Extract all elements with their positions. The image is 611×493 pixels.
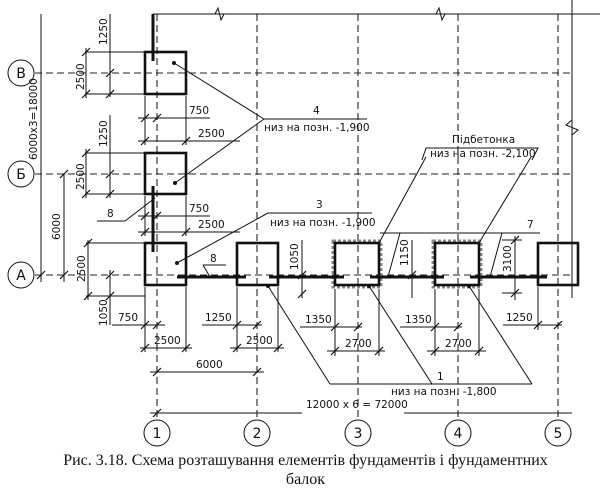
mark-8-upper: 8 xyxy=(107,208,114,220)
prep-title: Підбетонка xyxy=(452,134,515,146)
dim-b-width: 2500 xyxy=(198,128,225,140)
axis-marker-col-4: 4 xyxy=(444,419,472,447)
dim-row-spacing: 6000 xyxy=(51,213,63,240)
figure-caption-line-1: Рис. 3.18. Схема розташування елементів … xyxy=(63,452,548,469)
mark-8-lower: 8 xyxy=(210,253,217,265)
axis-label: 4 xyxy=(454,426,463,442)
break-symbol-top-1 xyxy=(214,6,225,22)
axis-label: В xyxy=(16,66,26,82)
concrete-prep-col-3 xyxy=(331,239,383,289)
axis-label: 2 xyxy=(253,426,262,442)
dim-bb-top: 1250 xyxy=(98,120,110,147)
mark-1-number: 1 xyxy=(437,371,444,383)
dim-a4-width: 2700 xyxy=(445,338,472,350)
break-symbol-top-2 xyxy=(435,6,446,22)
dim-beam-1150: 1150 xyxy=(399,239,411,266)
axis-label: 3 xyxy=(354,426,363,442)
foundation-row-a-col-2 xyxy=(235,241,280,287)
dim-a2-width: 2500 xyxy=(246,335,273,347)
dim-bb-size: 2500 xyxy=(75,163,87,190)
axis-marker-row-b: Б xyxy=(7,160,35,188)
dim-col-spacing: 6000 xyxy=(196,359,223,371)
dim-bb-offset: 750 xyxy=(189,203,209,215)
axis-marker-col-3: 3 xyxy=(344,419,372,447)
mark-1-text: низ на позн. -1,800 xyxy=(391,386,497,398)
foundation-row-b-col-1 xyxy=(143,151,188,196)
dim-a-size: 2500 xyxy=(76,255,88,282)
dim-row-total: 6000x3=18000 xyxy=(28,78,40,160)
mark-4-number: 4 xyxy=(313,105,320,117)
dim-b-offset: 750 xyxy=(189,105,209,117)
axis-label: 1 xyxy=(153,426,162,442)
axis-marker-col-5: 5 xyxy=(544,419,572,447)
foundation-row-a-col-5 xyxy=(536,241,580,287)
dim-bb-width: 2500 xyxy=(198,219,225,231)
dim-a2-offset: 1250 xyxy=(205,312,232,324)
mark-3-number: 3 xyxy=(316,199,323,211)
axis-marker-row-a: А xyxy=(7,261,35,289)
prep-text: низ на позн. -2,100 xyxy=(430,148,536,160)
foundation-row-a-col-1 xyxy=(143,241,188,287)
axis-label: А xyxy=(16,268,26,284)
axis-label: Б xyxy=(16,167,26,183)
foundation-row-v-col-1 xyxy=(143,50,188,96)
axis-marker-row-v: В xyxy=(7,59,35,87)
dim-a3-width: 2700 xyxy=(345,338,372,350)
break-symbol-right xyxy=(565,119,579,136)
dim-a1-offset: 750 xyxy=(118,312,138,324)
dim-col-total: 12000 x 6 = 72000 xyxy=(306,399,408,411)
foundation-row-a-col-4 xyxy=(433,241,481,287)
mark-7: 7 xyxy=(527,219,534,231)
dim-b-size: 2500 xyxy=(75,63,87,90)
axis-label: 5 xyxy=(554,426,563,442)
dim-beam-1050: 1050 xyxy=(289,243,301,270)
dim-b-top: 1250 xyxy=(98,18,110,45)
figure-caption-line-2: балок xyxy=(285,471,326,488)
dim-pad-3100: 3100 xyxy=(502,245,514,272)
mark-4-text: низ на позн. -1,900 xyxy=(264,122,370,134)
axis-marker-col-1: 1 xyxy=(143,419,171,447)
foundation-row-a-col-3 xyxy=(333,241,381,287)
concrete-prep-col-4 xyxy=(431,239,483,289)
dim-a-bottom: 1050 xyxy=(98,299,110,326)
dim-a3-offset: 1350 xyxy=(305,314,332,326)
dim-a5-offset: 1250 xyxy=(506,312,533,324)
mark-3-text: низ на позн. -1,900 xyxy=(270,217,376,229)
dim-a1-width: 2500 xyxy=(154,335,181,347)
axis-marker-col-2: 2 xyxy=(243,419,271,447)
dim-a4-offset: 1350 xyxy=(405,314,432,326)
